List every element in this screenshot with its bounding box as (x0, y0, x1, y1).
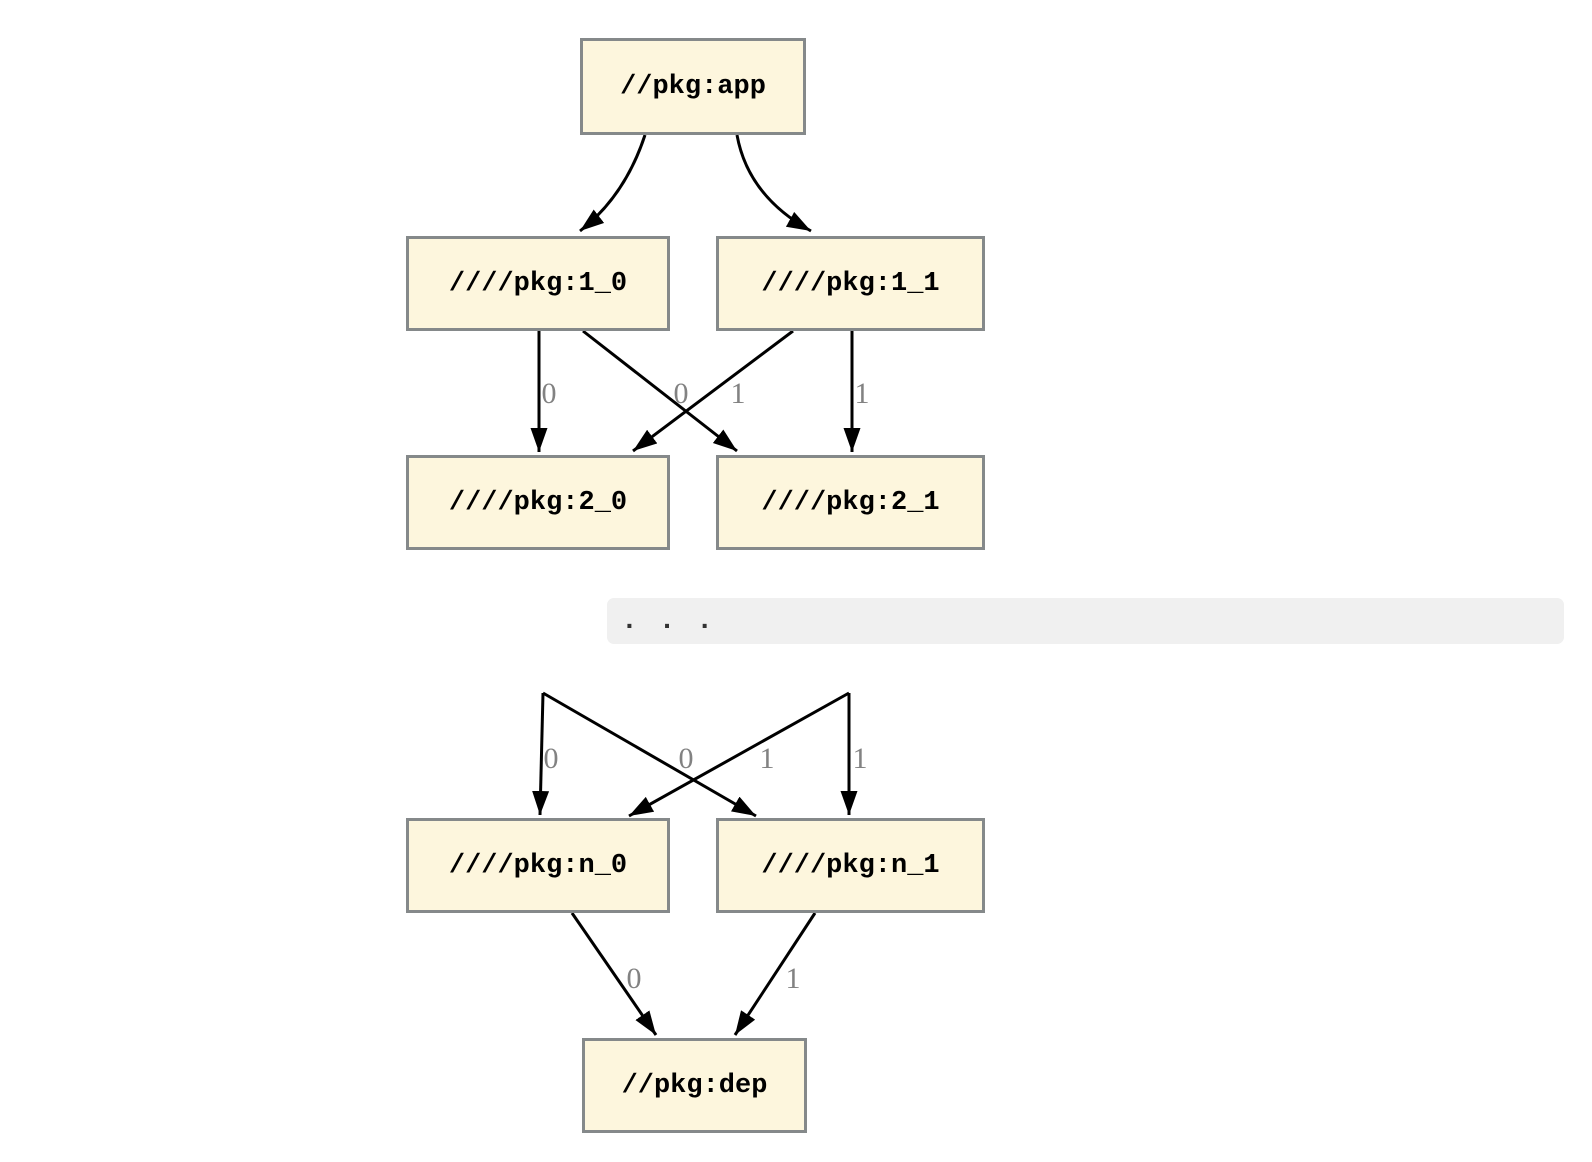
edge-elided-to-n-0-straight (532, 692, 550, 816)
edge-elided-to-n-1-cross (542, 691, 757, 818)
edge-label-elided-to-n-1-cross: 1 (760, 742, 775, 775)
node-pkg-dep-label: //pkg:dep (621, 1070, 768, 1101)
edge-app-to-1-1 (735, 134, 812, 233)
edge-label-n-1-to-dep: 1 (786, 962, 801, 995)
edge-n-0-to-dep (570, 912, 658, 1036)
edge-label-1-1-to-2-1: 1 (855, 377, 870, 410)
edge-label-n-0-to-dep: 0 (627, 962, 642, 995)
node-pkg-1-0: ////pkg:1_0 (406, 236, 670, 331)
edge-label-1-0-to-2-0: 0 (542, 377, 557, 410)
elided-levels-band: . . . (607, 598, 1564, 644)
node-pkg-1-1: ////pkg:1_1 (716, 236, 985, 331)
edge-label-elided-to-n-0-cross: 0 (679, 742, 694, 775)
elided-levels-ellipsis: . . . (621, 605, 716, 637)
node-pkg-app: //pkg:app (580, 38, 806, 135)
node-pkg-2-1: ////pkg:2_1 (716, 455, 985, 550)
node-pkg-n-0-label: ////pkg:n_0 (448, 850, 628, 881)
node-pkg-1-0-label: ////pkg:1_0 (448, 268, 628, 299)
node-pkg-app-label: //pkg:app (620, 71, 766, 102)
node-pkg-2-0: ////pkg:2_0 (406, 455, 670, 550)
edge-label-elided-to-n-0-straight: 0 (544, 742, 559, 775)
node-pkg-1-1-label: ////pkg:1_1 (761, 268, 940, 299)
node-pkg-2-0-label: ////pkg:2_0 (448, 487, 628, 518)
edge-elided-to-n-0-cross (628, 691, 850, 818)
edge-app-to-1-0 (579, 134, 647, 233)
node-pkg-2-1-label: ////pkg:2_1 (761, 487, 940, 518)
edge-1-0-to-2-1 (582, 329, 738, 453)
edge-label-1-0-to-2-1: 1 (731, 377, 746, 410)
node-pkg-n-0: ////pkg:n_0 (406, 818, 670, 913)
node-pkg-n-1-label: ////pkg:n_1 (761, 850, 940, 881)
edge-n-1-to-dep (733, 912, 817, 1036)
edge-1-1-to-2-0 (632, 329, 794, 453)
node-pkg-dep: //pkg:dep (582, 1038, 807, 1133)
edge-label-elided-to-n-1-straight: 1 (853, 742, 868, 775)
edge-label-1-1-to-2-0: 0 (674, 377, 689, 410)
node-pkg-n-1: ////pkg:n_1 (716, 818, 985, 913)
